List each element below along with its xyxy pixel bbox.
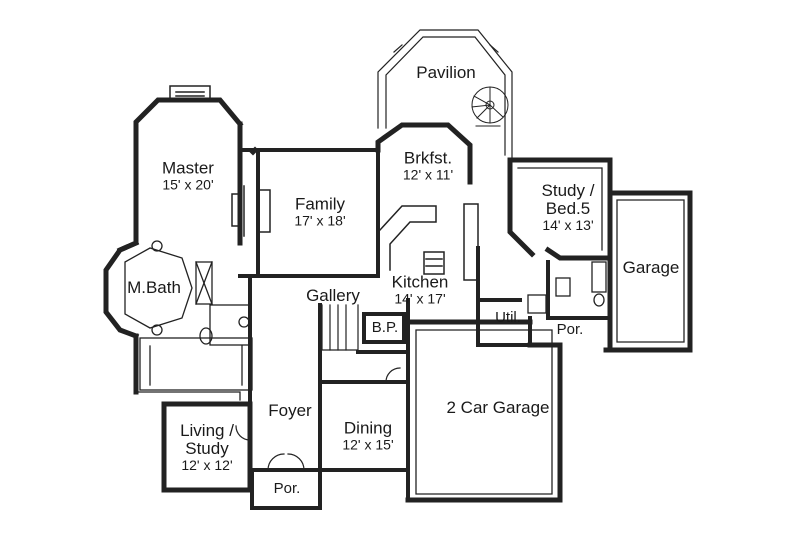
room-name: Brkfst.	[403, 148, 453, 168]
room-name: 2 Car Garage	[446, 398, 550, 418]
room-name: Family	[294, 194, 346, 214]
stairs	[321, 304, 359, 351]
room-size: 12' x 11'	[402, 166, 454, 183]
living-study-walls	[161, 401, 253, 493]
front-door-swings	[235, 367, 401, 471]
spiral-stair	[471, 86, 509, 127]
room-mbath: M.Bath	[127, 279, 181, 297]
room-master: Master 15' x 20'	[162, 158, 214, 193]
study-inner-line	[517, 167, 603, 251]
room-name: Study /	[541, 180, 595, 200]
room-dining: Dining 12' x 15'	[342, 418, 394, 453]
outer-lines	[135, 381, 321, 471]
room-name: Por.	[556, 321, 584, 339]
room-name: Living /	[180, 420, 234, 440]
two-car-garage-walls	[405, 319, 563, 503]
room-name: Pavilion	[416, 63, 476, 83]
breakfast-walls	[375, 122, 473, 185]
room-size: 14' x 17'	[394, 290, 446, 307]
room-name: M.Bath	[127, 278, 181, 298]
room-family: Family 17' x 18'	[294, 194, 346, 229]
room-foyer: Foyer	[268, 402, 311, 420]
util-fixtures	[527, 261, 607, 314]
room-name: Por.	[273, 480, 301, 498]
room-size: 15' x 20'	[162, 176, 214, 193]
master-closet	[139, 337, 253, 391]
room-name: Util.	[495, 309, 521, 327]
room-size: 12' x 15'	[342, 436, 394, 453]
room-size: 12' x 12'	[181, 456, 233, 473]
room-two-car-garage: 2 Car Garage	[447, 399, 550, 417]
room-por-front: Por.	[274, 481, 301, 497]
garage-right-walls	[603, 190, 693, 353]
room-name: Foyer	[268, 401, 312, 421]
mbath-fixtures	[124, 240, 251, 346]
garage-right-inner	[616, 199, 685, 343]
room-name: Gallery	[306, 286, 360, 306]
room-pavilion: Pavilion	[416, 64, 476, 82]
family-fireplace	[243, 185, 271, 237]
room-kitchen: Kitchen 14' x 17'	[391, 272, 449, 307]
room-name: Garage	[622, 258, 680, 278]
master-fireplace	[231, 193, 241, 227]
room-name: Dining	[343, 418, 393, 438]
room-name: Kitchen	[391, 272, 449, 292]
room-size: 14' x 13'	[542, 216, 594, 233]
room-bp: B.P.	[372, 320, 398, 336]
room-size: 17' x 18'	[294, 212, 346, 229]
room-garage: Garage	[623, 259, 680, 277]
two-car-garage-inner	[415, 329, 553, 495]
master-bay-window	[169, 85, 211, 101]
pavilion-outline	[377, 29, 513, 161]
kitchen-counters	[378, 203, 479, 281]
bp-walls	[356, 312, 406, 354]
front-porch	[250, 468, 322, 510]
room-gallery: Gallery	[306, 287, 360, 305]
room-name: Master	[162, 158, 214, 178]
room-name-line2: Bed.5	[545, 198, 591, 218]
room-util: Util.	[495, 310, 521, 326]
room-name-line2: Study	[185, 438, 229, 458]
room-por-right: Por.	[557, 322, 584, 338]
room-name: B.P.	[371, 319, 399, 337]
room-brkfst: Brkfst. 12' x 11'	[402, 148, 454, 183]
room-living-study: Living / Study 12' x 12'	[180, 420, 234, 473]
mbath-walls	[103, 239, 140, 395]
dining-walls	[318, 380, 410, 472]
room-study-bed5: Study / Bed.5 14' x 13'	[541, 180, 595, 233]
